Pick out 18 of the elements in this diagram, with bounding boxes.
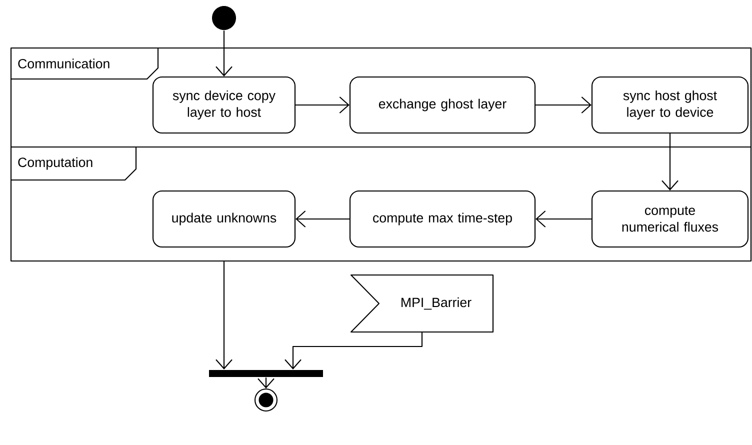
end-node <box>254 388 278 412</box>
arrow <box>216 30 232 76</box>
lane-tab: Communication <box>11 47 159 80</box>
join-bar <box>209 370 323 377</box>
arrow <box>536 210 592 228</box>
action-box: compute numerical fluxes <box>591 190 749 248</box>
action-box: compute max time-step <box>349 190 536 248</box>
arrow <box>296 210 350 228</box>
arrow <box>216 262 232 370</box>
start-node <box>212 6 236 30</box>
action-box: exchange ghost layer <box>349 76 536 134</box>
arrow <box>296 96 350 114</box>
arrow <box>662 134 678 190</box>
action-box: sync host ghost layer to device <box>591 76 749 134</box>
action-box: sync device copy layer to host <box>152 76 296 134</box>
arrow <box>536 96 592 114</box>
action-box: update unknowns <box>152 190 296 248</box>
arrow <box>284 332 423 370</box>
